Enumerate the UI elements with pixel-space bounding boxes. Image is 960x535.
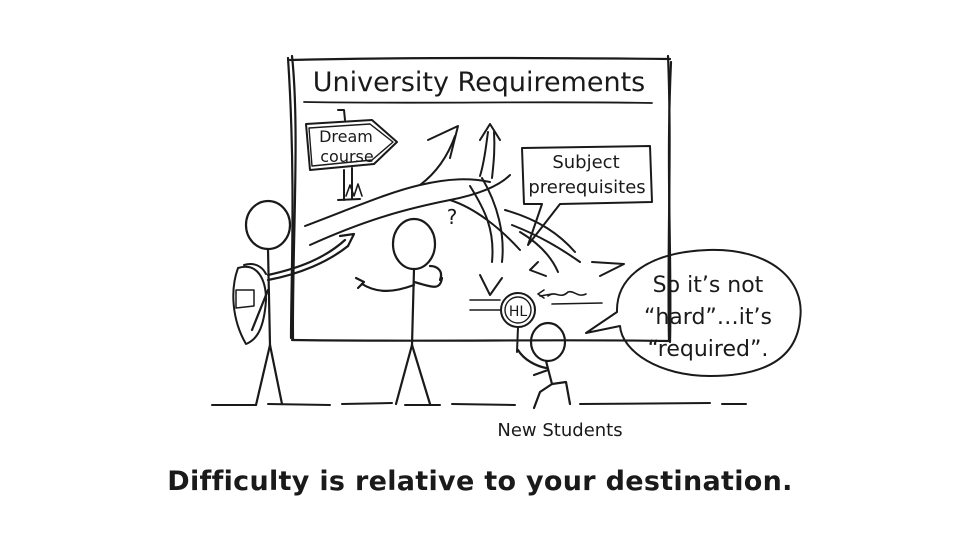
stick-figure-confused [354, 217, 444, 406]
backpack-icon [232, 263, 267, 345]
magnifier-label: HL [509, 304, 528, 320]
thought-question-mark: ? [447, 205, 458, 229]
requirements-board [286, 54, 673, 344]
prerequisites-callout-box [521, 145, 653, 246]
path-arrowheads [427, 123, 625, 296]
callout-line-1: Subject [552, 152, 619, 173]
magnifier-icon [500, 292, 536, 353]
speech-line-2: “hard”…it’s [644, 305, 772, 330]
caption: Difficulty is relative to your destinati… [167, 466, 793, 497]
ground-line [211, 402, 747, 406]
board-title: University Requirements [313, 67, 646, 98]
path-grass [345, 183, 363, 197]
signpost-line-2: course [320, 147, 373, 166]
speech-line-1: So it’s not [653, 273, 764, 298]
new-students-label: New Students [497, 420, 622, 441]
dream-course-signpost [305, 109, 398, 201]
speech-bubble [585, 248, 802, 377]
fine-print-lines [469, 289, 603, 311]
stick-figure-kneeling [516, 321, 572, 410]
speech-line-3: “required”. [648, 337, 769, 362]
stick-figure-pointing [244, 199, 356, 407]
callout-line-2: prerequisites [528, 177, 645, 198]
signpost-line-1: Dream [319, 127, 373, 146]
branching-path [304, 131, 581, 273]
